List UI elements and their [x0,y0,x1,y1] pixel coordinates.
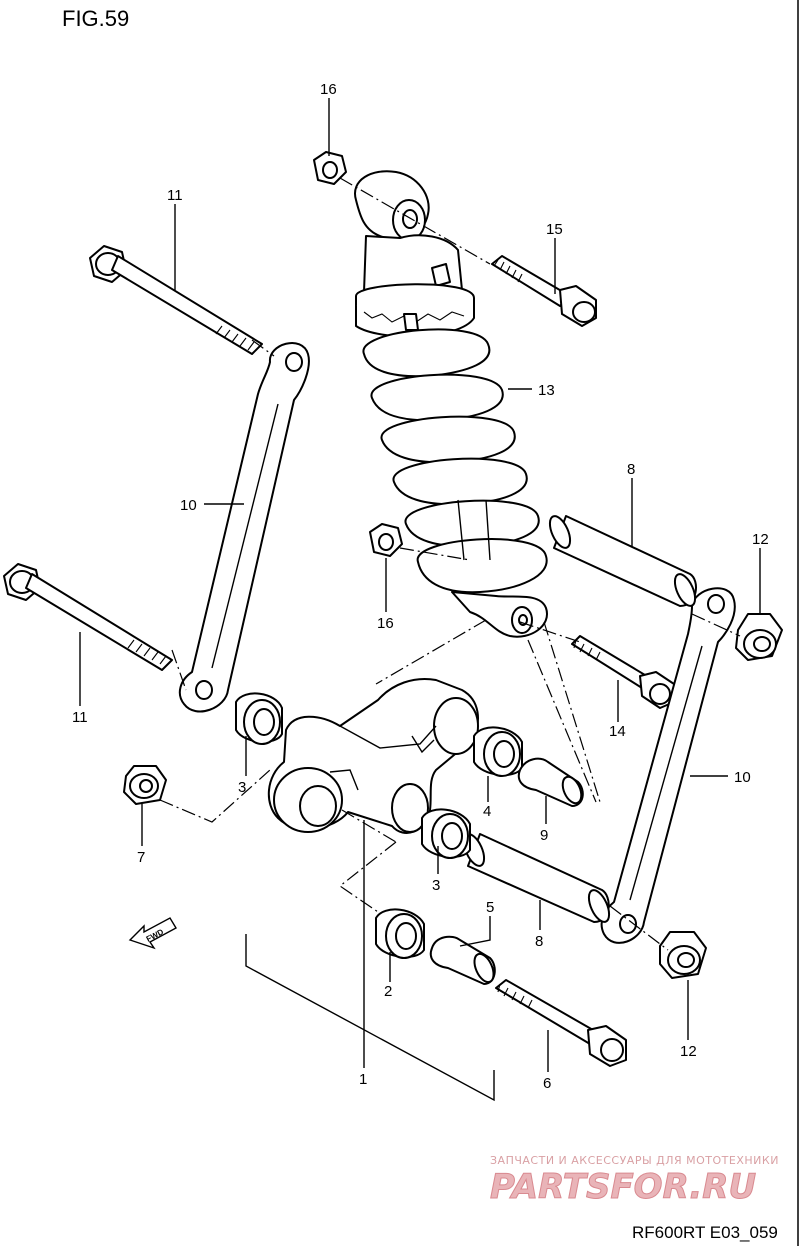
callout-12-lower: 12 [680,1043,697,1060]
spacer-9 [517,757,584,807]
bolt-11-upper [89,245,263,355]
figure-code: RF600RT E03_059 [632,1223,778,1242]
tie-rod-10-right [600,587,736,944]
callout-3-upper: 3 [238,779,246,796]
callout-3-lower: 3 [432,877,440,894]
nut-16-lower [369,523,403,557]
fwd-arrow-icon [128,917,177,950]
rear-shock-absorber [354,170,548,638]
callout-12-upper: 12 [752,531,769,548]
nut-7 [123,765,167,805]
callout-11-lower: 11 [72,709,88,726]
callout-8-lower: 8 [535,933,543,950]
callout-4: 4 [483,803,491,820]
bolt-15 [491,255,597,327]
spacer-5 [429,935,496,985]
fwd-direction-badge: FWD [128,917,177,950]
cushion-lever [267,678,479,834]
callout-1: 1 [359,1071,367,1088]
nut-16-upper [313,151,347,185]
callout-11-upper: 11 [167,187,183,204]
bushing-4 [473,726,523,777]
bolt-14 [571,635,675,709]
group-bracket [245,934,495,1102]
callout-16-upper: 16 [320,81,337,98]
nut-12-lower [659,931,707,979]
callout-6: 6 [543,1075,551,1092]
bolt-6 [495,979,627,1067]
watermark-tagline: ЗАПЧАСТИ И АКСЕССУАРЫ ДЛЯ МОТОТЕХНИКИ [490,1154,779,1167]
nut-12-upper [735,613,783,661]
callout-13: 13 [538,382,555,399]
leader-lines [79,98,761,1072]
callout-10-right: 10 [734,769,751,786]
bushing-2 [375,908,425,959]
watermark: ЗАПЧАСТИ И АКСЕССУАРЫ ДЛЯ МОТОТЕХНИКИ PA… [490,1154,779,1208]
bushing-3-upper [235,692,283,745]
callout-10-left: 10 [180,497,197,514]
spacer-8-upper [548,515,697,607]
figure-title: FIG.59 [62,6,129,31]
callout-2: 2 [384,983,392,1000]
callout-16-lower: 16 [377,615,394,632]
watermark-brand: PARTSFOR.RU [490,1167,756,1207]
callout-8-upper: 8 [627,461,635,478]
tie-rod-10-left [178,342,310,713]
assembly-guide-lines [159,177,741,951]
callout-9: 9 [540,827,548,844]
spacer-8-lower [462,833,611,923]
callout-5: 5 [486,899,494,916]
callout-7: 7 [137,849,145,866]
callout-14: 14 [609,723,626,740]
callout-labels: 16 11 15 13 10 8 12 16 11 14 3 10 7 4 9 … [72,81,769,1092]
bushing-3-lower [421,808,471,859]
bolt-11-lower [3,563,173,671]
callout-15: 15 [546,221,563,238]
